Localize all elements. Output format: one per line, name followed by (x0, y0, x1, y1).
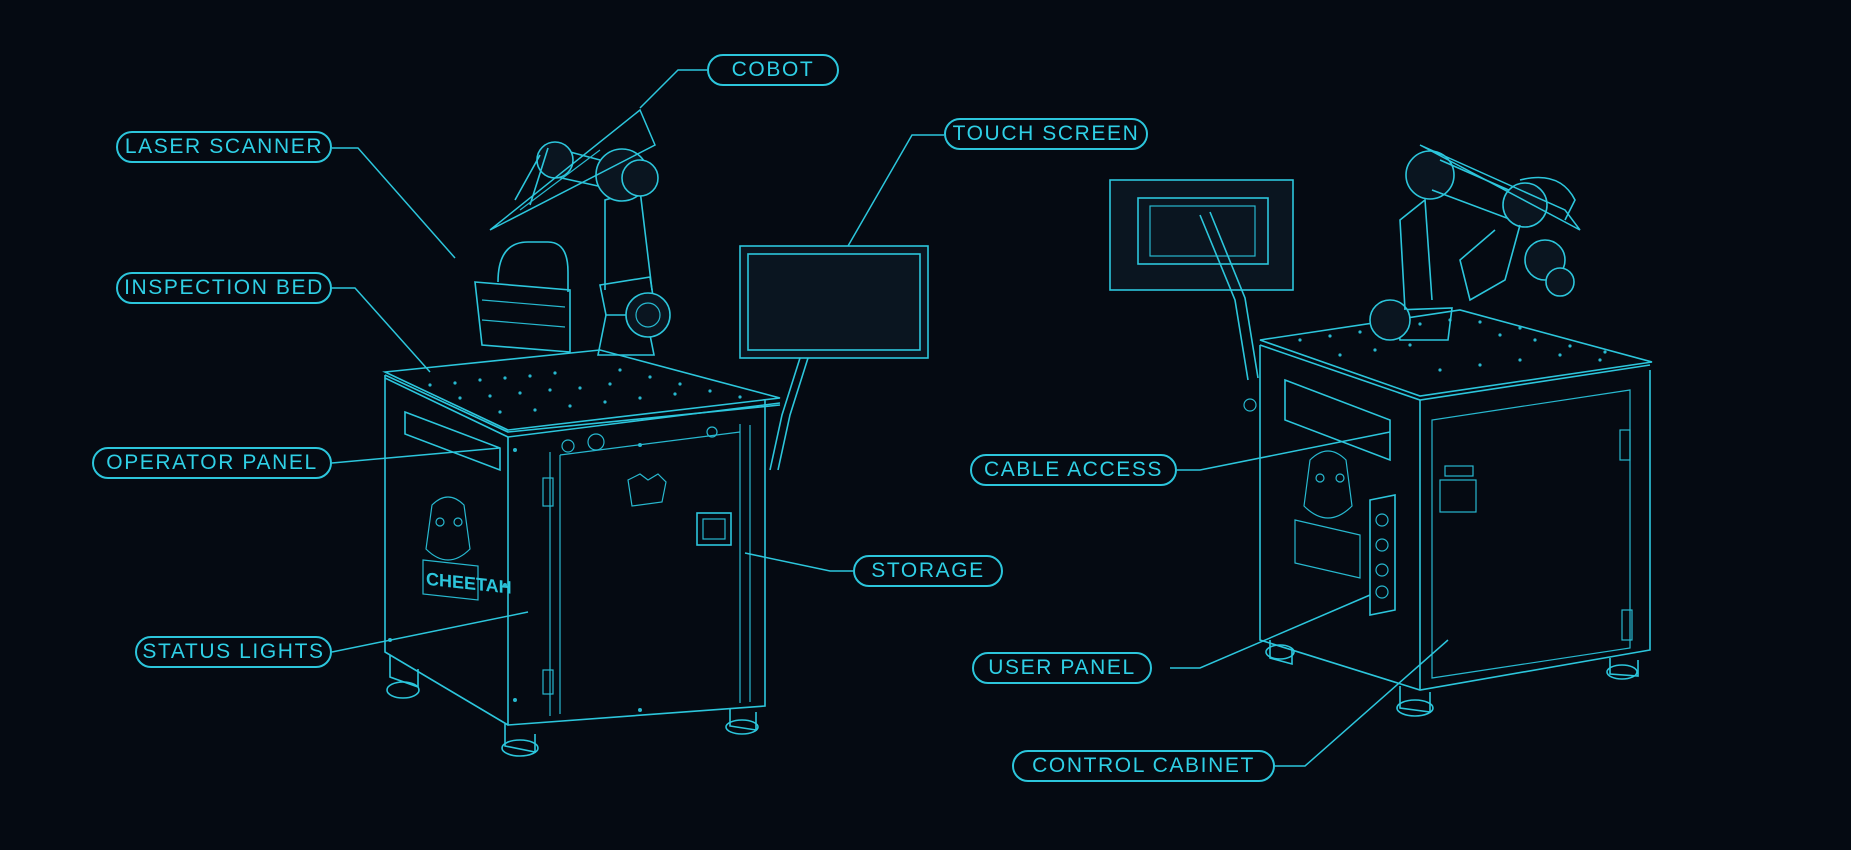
callout-control-cabinet: CONTROL CABINET (1012, 750, 1275, 782)
right-touch-screen (1109, 179, 1294, 412)
leader-lines (331, 69, 1449, 767)
side-logo (422, 496, 479, 601)
callout-laser-scanner: LASER SCANNER (116, 131, 332, 163)
side-logo-text: CHEETAH (426, 569, 512, 598)
bed-holes (428, 368, 742, 414)
right-cobot (1369, 144, 1581, 341)
callout-touch-screen: TOUCH SCREEN (944, 118, 1148, 150)
left-station: CHEETAH (382, 108, 929, 757)
bed-holes-right (1298, 318, 1607, 372)
callout-status-lights: STATUS LIGHTS (135, 636, 332, 668)
callout-operator-panel: OPERATOR PANEL (92, 447, 332, 479)
callout-user-panel: USER PANEL (972, 652, 1152, 684)
callout-cobot: COBOT (707, 54, 839, 86)
callout-storage: STORAGE (853, 555, 1003, 587)
callout-inspection-bed: INSPECTION BED (116, 272, 332, 304)
callout-cable-access: CABLE ACCESS (970, 454, 1177, 486)
right-station (1109, 144, 1653, 717)
left-cobot (474, 108, 671, 356)
left-touch-screen (739, 245, 929, 471)
